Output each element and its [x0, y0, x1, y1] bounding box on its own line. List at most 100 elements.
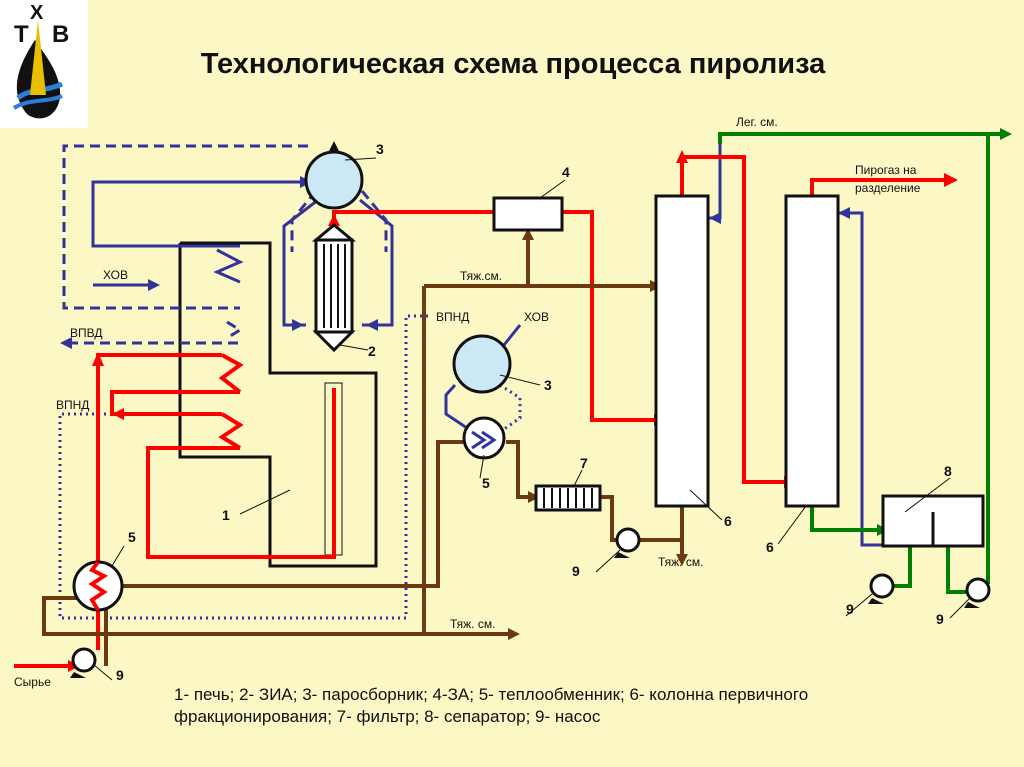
economizer-to-drum-line	[91, 180, 300, 248]
leader-3-top	[344, 157, 377, 161]
zia-inlet-arrow-right-icon	[366, 319, 378, 331]
heavy-pump-arrow-icon	[676, 554, 688, 566]
light-top-line	[718, 132, 1004, 144]
label-heavy-pump: Тяж. см.	[658, 555, 703, 569]
drum2-to-hx-line	[444, 383, 471, 432]
zia-inlet-arrow-left-icon	[292, 319, 304, 331]
label-raw: Сырье	[14, 675, 51, 689]
hov-arrow-icon	[148, 279, 160, 291]
steam-drum-mid	[452, 334, 512, 394]
economizer-coil	[213, 248, 244, 284]
drum-downcomer-left	[282, 198, 319, 327]
number-separator: 8	[944, 463, 952, 479]
label-vpnd-mid: ВПНД	[436, 310, 469, 324]
filter-inlet-arrow-icon	[528, 491, 540, 503]
heavy-lines	[42, 234, 684, 666]
column2-to-separator-line	[810, 506, 883, 532]
label-heavy-top: Тяж.см.	[460, 269, 502, 283]
column2-return-arrow-icon	[838, 207, 850, 219]
number-hx-mid: 5	[482, 475, 490, 491]
pyrogas-line	[810, 178, 944, 196]
number-pump-sep-right: 9	[936, 611, 944, 627]
number-pump-mid: 9	[572, 563, 580, 579]
heat-exchanger-left	[72, 545, 125, 612]
vpnd-left-loop	[58, 314, 432, 620]
heavy-bottom-arrow-icon	[508, 628, 520, 640]
reflux-arrow-icon	[709, 212, 721, 224]
page-title: Технологическая схема процесса пиролиза	[200, 48, 826, 80]
drum-downcomer-right	[359, 198, 394, 327]
label-pyrogas-1: Пирогаз на	[855, 163, 917, 177]
pyrogas-arrow-icon	[944, 173, 958, 187]
number-column-1: 6	[724, 513, 732, 529]
number-hx-left: 5	[128, 529, 136, 545]
feed-to-furnace-line	[96, 353, 222, 650]
leader-1	[239, 489, 291, 515]
logo-tower-icon	[30, 20, 46, 95]
leader-6-a	[689, 489, 723, 521]
drum-to-zia-dash-right	[360, 190, 388, 252]
number-pump-sep-left: 9	[846, 601, 854, 617]
light-arrow-icon	[1000, 128, 1012, 140]
leader-4	[539, 179, 566, 199]
number-steam-drum-mid: 3	[544, 377, 552, 393]
filter-unit	[534, 469, 602, 512]
hp-steam-line	[62, 144, 308, 310]
logo: Х Т В	[12, 2, 69, 119]
zia-up-arrow-icon	[328, 214, 340, 226]
drum-to-zia-dash-left	[290, 190, 318, 252]
za-heavy-arrow-icon	[522, 228, 534, 240]
legend-line-2: фракционирования; 7- фильтр; 8- сепарато…	[174, 707, 601, 726]
number-steam-drum-top: 3	[376, 141, 384, 157]
feed-gas-lines	[14, 155, 944, 668]
label-hov-left: ХОВ	[103, 268, 128, 282]
separator-to-pump-line	[946, 546, 968, 594]
label-hov-mid: ХОВ	[524, 310, 549, 324]
steam-outlet-arrow-icon	[329, 141, 339, 151]
heat-exchanger-mid	[462, 416, 506, 479]
zia-to-za-line	[332, 210, 494, 228]
logo-letter-v: В	[52, 21, 69, 48]
za-unit	[492, 196, 564, 232]
label-heavy-bottom: Тяж. см.	[450, 617, 495, 631]
label-vpvd: ВПВД	[70, 326, 103, 340]
zia	[311, 223, 369, 353]
column1-to-column2-line	[680, 155, 786, 484]
convection-coil-2	[218, 412, 244, 450]
leader-3-mid	[499, 374, 541, 386]
column1-top-arrow-icon	[676, 150, 688, 163]
pump-separator-left	[845, 573, 895, 617]
pump-to-column-line	[640, 506, 684, 542]
pump-raw	[70, 647, 113, 681]
za-to-column-line	[562, 210, 656, 422]
feed-up-arrow-icon	[92, 352, 104, 366]
furnace-outline	[178, 241, 378, 568]
column2-return-line	[838, 211, 883, 547]
logo-letter-h: Х	[30, 2, 44, 24]
pump-separator-right	[949, 577, 991, 619]
column-secondary	[784, 194, 840, 508]
column-primary	[654, 194, 710, 508]
hx-to-filter-line	[506, 440, 534, 499]
pump-mid	[595, 527, 641, 573]
number-column-2: 6	[766, 539, 774, 555]
drum2-dotted-right	[499, 383, 522, 434]
raw-pump-bypass-line	[42, 596, 424, 666]
label-vpnd-left: ВПНД	[56, 398, 89, 412]
convection-coil-1	[218, 353, 244, 394]
number-zia: 2	[368, 343, 376, 359]
steam-drum-top	[304, 150, 364, 210]
number-filter: 7	[580, 455, 588, 471]
leader-6-b	[777, 505, 807, 545]
number-pump-raw: 9	[116, 667, 124, 683]
logo-wave2-icon	[12, 94, 63, 110]
number-furnace: 1	[222, 507, 230, 523]
radiant-coil-line	[146, 388, 336, 559]
logo-letter-t: Т	[14, 21, 29, 48]
label-pyrogas-2: разделение	[855, 181, 921, 195]
lp-steam-lines	[58, 314, 522, 620]
legend: 1- печь; 2- ЗИА; 3- паросборник; 4-ЗА; 5…	[174, 684, 974, 728]
convection-return-line	[110, 390, 240, 416]
